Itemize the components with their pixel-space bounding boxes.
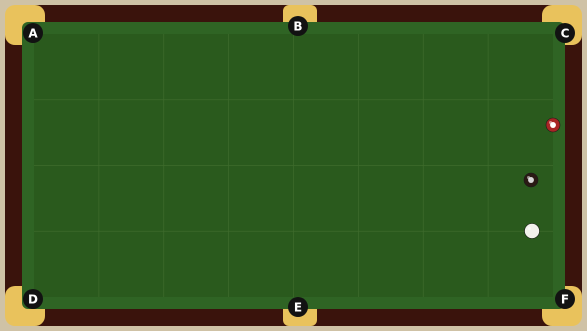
pocket-a[interactable]: A: [23, 23, 43, 43]
pocket-label: A: [28, 27, 38, 41]
pocket-c[interactable]: C: [555, 23, 575, 43]
pocket-b[interactable]: B: [288, 16, 308, 36]
cue-ball[interactable]: [525, 224, 540, 239]
pocket-e[interactable]: E: [288, 297, 308, 317]
black-ball[interactable]: [524, 173, 538, 187]
pocket-label: C: [561, 27, 570, 41]
ball-body: [525, 224, 540, 239]
ball-highlight: [528, 227, 531, 230]
pocket-label: F: [561, 293, 569, 307]
pocket-label: B: [293, 20, 302, 34]
pocket-d[interactable]: D: [23, 289, 43, 309]
pocket-label: E: [294, 301, 302, 315]
pocket-f[interactable]: F: [555, 289, 575, 309]
red-ball[interactable]: [546, 118, 560, 132]
ball-highlight: [549, 121, 552, 124]
ball-highlight: [527, 176, 530, 179]
pocket-label: D: [28, 293, 38, 307]
